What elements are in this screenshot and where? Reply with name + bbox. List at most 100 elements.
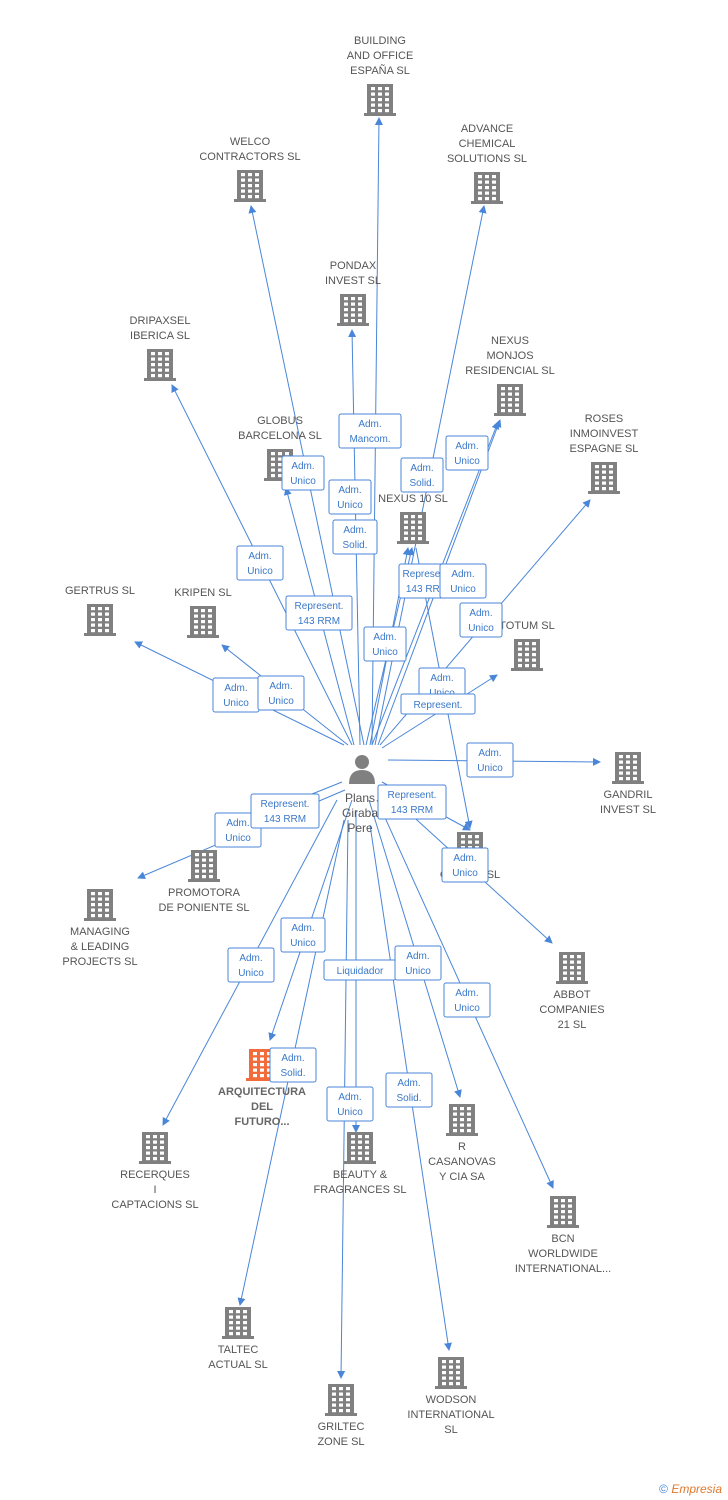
building-icon — [222, 1307, 254, 1339]
relation-text: Adm. — [406, 951, 429, 962]
company-name-line: INTERNATIONAL... — [515, 1263, 611, 1275]
building-icon — [139, 1132, 171, 1164]
company-name-line: IBERICA SL — [130, 330, 190, 342]
relation-text: Unico — [223, 698, 249, 709]
relation-label-r10[interactable]: Adm.Unico — [439, 563, 487, 599]
company-name-line: FUTURO... — [235, 1116, 290, 1128]
relations-layer: Adm.Mancom.Adm.Solid.Adm.UnicoAdm.UnicoA… — [212, 413, 514, 1122]
relation-label-r20[interactable]: Represent.143 RRM — [250, 793, 320, 829]
company-node-kripen[interactable]: KRIPEN SL — [174, 587, 232, 638]
company-name-line: WORLDWIDE — [528, 1248, 598, 1260]
relation-label-r18[interactable]: Represent.143 RRM — [377, 784, 447, 820]
company-name-line: TOTUM SL — [499, 620, 554, 632]
relation-text: Unico — [454, 1003, 480, 1014]
relation-label-r6[interactable]: Adm.Solid. — [332, 519, 378, 555]
relation-label-r27[interactable]: Adm.Solid. — [269, 1047, 317, 1083]
company-name-line: ROSES — [585, 413, 624, 425]
company-name-line: BCN — [551, 1233, 574, 1245]
relation-text: Mancom. — [349, 434, 390, 445]
relation-text: Solid. — [409, 478, 434, 489]
relation-text: Adm. — [451, 569, 474, 580]
footer-credit: © Empresia — [659, 1482, 722, 1496]
relation-label-r28[interactable]: Adm.Solid. — [385, 1072, 433, 1108]
company-name-line: GLOBUS — [257, 415, 303, 427]
company-name-line: PROJECTS SL — [62, 956, 137, 968]
relation-label-r5[interactable]: Adm.Unico — [328, 479, 372, 515]
relation-label-r1[interactable]: Adm.Mancom. — [338, 413, 402, 449]
relation-text: Represent. — [261, 799, 310, 810]
relation-text: Adm. — [239, 953, 262, 964]
company-name-line: CASANOVAS — [428, 1156, 496, 1168]
building-icon — [446, 1104, 478, 1136]
company-name-line: GRILTEC — [318, 1421, 365, 1433]
building-icon — [612, 752, 644, 784]
company-name-line: CHEMICAL — [459, 138, 516, 150]
relation-label-r16[interactable]: Represent. — [400, 693, 476, 715]
company-name-line: BUILDING — [354, 35, 406, 47]
company-name-line: RECERQUES — [120, 1169, 190, 1181]
relation-label-r3[interactable]: Adm.Unico — [445, 435, 489, 471]
relation-label-r17[interactable]: Adm.Unico — [466, 742, 514, 778]
company-name-line: DE PONIENTE SL — [158, 902, 249, 914]
relation-label-r11[interactable]: Adm.Unico — [459, 602, 503, 638]
company-name-line: PONDAX — [330, 260, 377, 272]
company-name-line: RESIDENCIAL SL — [465, 365, 554, 377]
relation-text: Solid. — [342, 540, 367, 551]
building-icon — [187, 606, 219, 638]
relation-label-r23[interactable]: Adm. Unico — [227, 947, 275, 983]
relation-label-r25[interactable]: Adm.Unico — [394, 945, 442, 981]
building-icon — [511, 639, 543, 671]
company-name-line: INTERNATIONAL — [407, 1409, 494, 1421]
relation-label-r12[interactable]: Adm.Unico — [363, 626, 407, 662]
relation-text: Liquidador — [337, 966, 384, 977]
relation-label-r22[interactable]: Adm.Unico — [280, 917, 326, 953]
relation-label-r21[interactable]: Adm.Unico — [441, 847, 489, 883]
company-node-gertrus[interactable]: GERTRUS SL — [65, 585, 135, 636]
building-icon — [325, 1384, 357, 1416]
relation-label-r8[interactable]: Represent.143 RRM — [285, 595, 353, 631]
brand-logo[interactable]: Empresia — [671, 1482, 722, 1496]
relation-label-r24[interactable]: Liquidador — [323, 959, 397, 981]
company-name-line: TALTEC — [218, 1344, 259, 1356]
relation-text: Adm. — [397, 1078, 420, 1089]
company-node-arquitectura[interactable]: ARQUITECTURADELFUTURO... — [218, 1049, 306, 1128]
relation-label-r15[interactable]: Adm.Unico — [257, 675, 305, 711]
company-name-line: 21 SL — [558, 1019, 587, 1031]
company-name-line: AND OFFICE — [347, 50, 414, 62]
relation-label-r14[interactable]: Adm.Unico — [212, 677, 260, 713]
relation-text: Unico — [238, 968, 264, 979]
company-name-line: FRAGRANCES SL — [314, 1184, 407, 1196]
relation-label-r7[interactable]: Adm.Unico — [236, 545, 284, 581]
relation-label-r26[interactable]: Adm.Unico — [443, 982, 491, 1018]
company-node-beauty[interactable]: BEAUTY &FRAGRANCES SL — [314, 1132, 407, 1196]
company-node-bcn[interactable]: BCN WORLDWIDE INTERNATIONAL... — [515, 1196, 611, 1275]
building-icon — [435, 1357, 467, 1389]
relation-text: Adm. — [338, 485, 361, 496]
relation-label-r2[interactable]: Adm.Solid. — [400, 457, 444, 493]
relation-label-r19[interactable]: Adm.Unico — [214, 812, 262, 848]
relation-label-r4[interactable]: Adm.Unico — [281, 455, 325, 491]
relation-label-r29[interactable]: Adm.Unico — [326, 1086, 374, 1122]
building-icon — [234, 170, 266, 202]
company-node-nexus-10[interactable]: NEXUS 10 SL — [378, 493, 448, 544]
company-node-totum[interactable]: TOTUM SL — [499, 620, 555, 671]
company-name-line: MONJOS — [486, 350, 533, 362]
